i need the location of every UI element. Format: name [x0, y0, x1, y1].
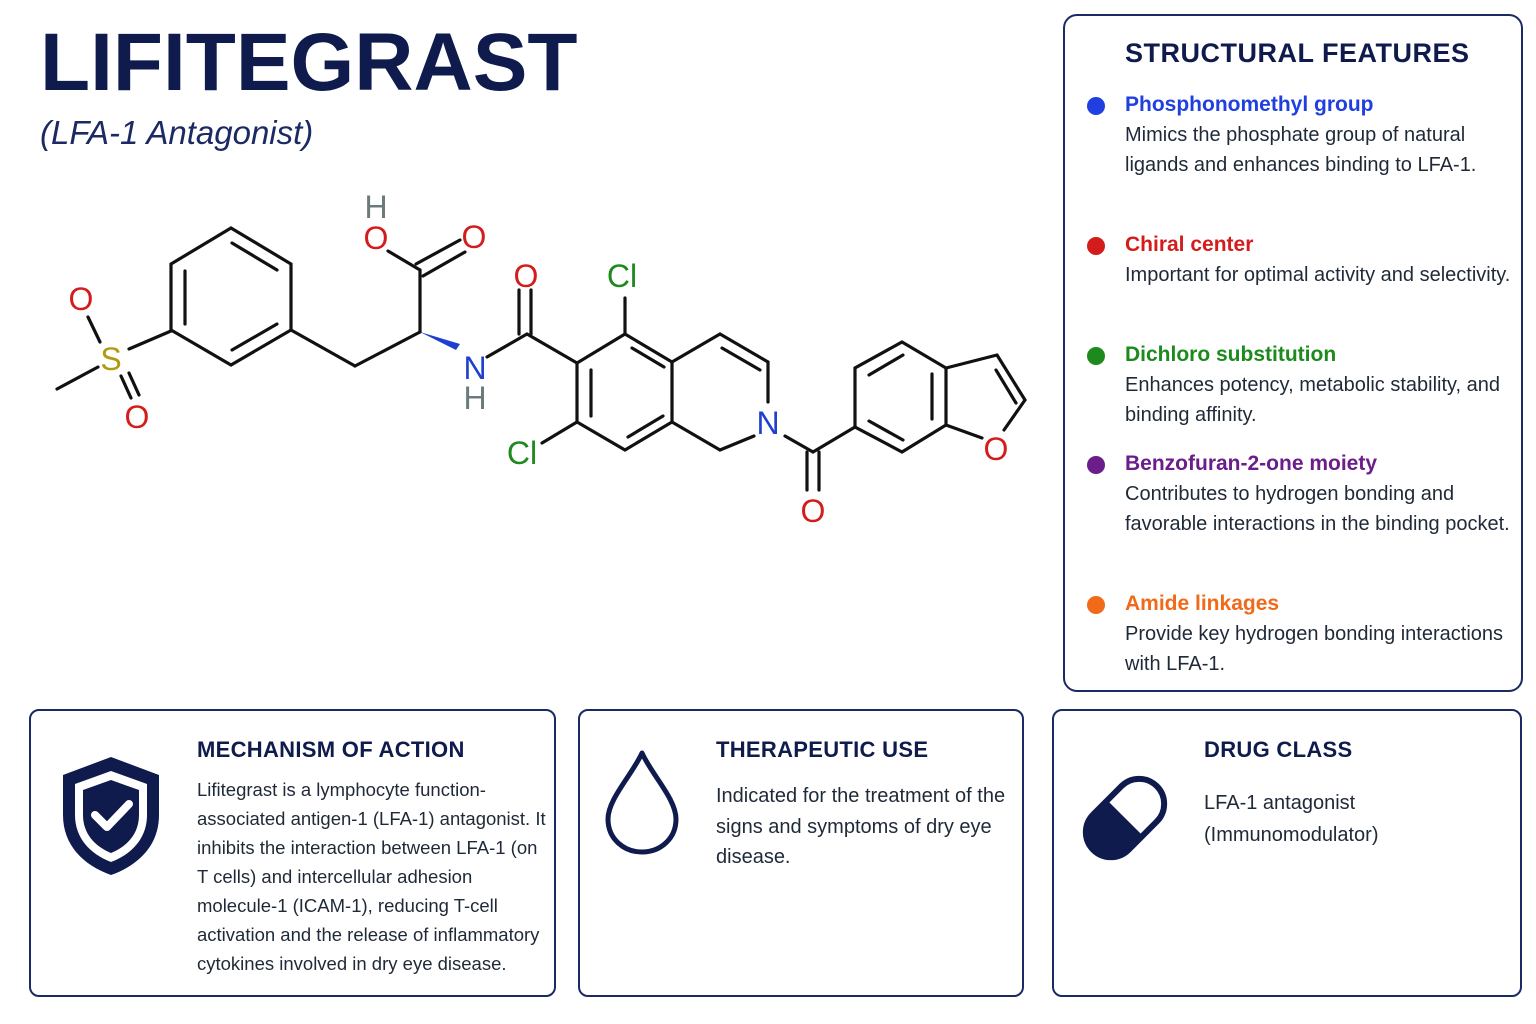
feature-description: Mimics the phosphate group of natural li…	[1125, 124, 1477, 176]
atom-label-sulfur: S	[100, 341, 121, 377]
molecule-structure: O S O H O O N H O Cl Cl N O O	[55, 189, 1027, 529]
bond	[119, 374, 133, 400]
shield-check-icon	[63, 757, 159, 875]
atom-label-hydrogen: H	[364, 189, 387, 225]
bond	[783, 434, 815, 454]
drug-class-text: LFA-1 antagonist (Immunomodulator)	[1204, 792, 1379, 846]
bond	[995, 353, 1027, 402]
bond	[525, 332, 579, 365]
bond	[414, 238, 462, 266]
capsule-icon	[1082, 775, 1168, 861]
bond	[1002, 398, 1027, 432]
atom-label-oxygen: O	[514, 258, 539, 294]
feature-description: Contributes to hydrogen bonding and favo…	[1125, 483, 1510, 535]
therapeutic-title: THERAPEUTIC USE	[716, 737, 929, 762]
atom-label-oxygen: O	[125, 399, 150, 435]
atom-label-nitrogen: N	[756, 405, 779, 441]
stereo-wedge	[420, 332, 460, 350]
bullet-dot-icon	[1087, 97, 1105, 115]
structural-features-panel: STRUCTURAL FEATURES Phosphonomethyl grou…	[1063, 14, 1523, 692]
bond	[353, 330, 422, 368]
drug-class-title: DRUG CLASS	[1204, 737, 1353, 762]
atom-label-oxygen: O	[801, 493, 826, 529]
bond	[626, 414, 665, 439]
page-subtitle: (LFA-1 Antagonist)	[40, 114, 314, 151]
bond	[670, 420, 722, 452]
bond	[55, 365, 100, 391]
bond	[867, 353, 905, 377]
feature-description: Enhances potency, metabolic stability, a…	[1125, 374, 1501, 426]
structural-features-title: STRUCTURAL FEATURES	[1125, 38, 1470, 68]
bond	[230, 322, 279, 352]
bullet-dot-icon	[1087, 456, 1105, 474]
bond	[944, 423, 984, 440]
therapeutic-text: Indicated for the treatment of the signs…	[716, 785, 1006, 868]
benzene-ring	[169, 226, 293, 367]
feature-description: Provide key hydrogen bonding interaction…	[1125, 623, 1504, 675]
feature-title: Benzofuran-2-one moiety	[1125, 452, 1378, 475]
bond	[994, 368, 1018, 405]
bond	[386, 249, 422, 272]
bond	[127, 371, 141, 397]
bullet-dot-icon	[1087, 596, 1105, 614]
bond	[867, 419, 905, 442]
atom-label-oxygen: O	[364, 220, 389, 256]
bond	[670, 332, 722, 364]
bond	[421, 250, 467, 278]
bond	[86, 315, 102, 344]
bond	[720, 346, 762, 372]
bond	[630, 346, 666, 369]
atom-label-oxygen: O	[462, 219, 487, 255]
atom-label-chlorine: Cl	[607, 258, 637, 294]
bond	[718, 332, 770, 364]
atom-label-nitrogen: N	[463, 350, 486, 386]
bond	[230, 241, 279, 272]
atom-label-oxygen: O	[69, 281, 94, 317]
bond	[127, 329, 173, 351]
bullet-dot-icon	[1087, 347, 1105, 365]
therapeutic-card: THERAPEUTIC USE Indicated for the treatm…	[578, 709, 1024, 997]
feature-description: Important for optimal activity and selec…	[1125, 264, 1511, 286]
feature-title: Phosphonomethyl group	[1125, 93, 1374, 116]
atom-label-hydrogen: H	[463, 380, 486, 416]
feature-title: Chiral center	[1125, 233, 1254, 256]
feature-title: Dichloro substitution	[1125, 343, 1337, 366]
bond	[289, 328, 357, 368]
bond	[811, 425, 857, 454]
bond	[485, 332, 529, 359]
bond	[944, 353, 999, 370]
atom-label-chlorine: Cl	[507, 435, 537, 471]
mechanism-title: MECHANISM OF ACTION	[197, 737, 465, 762]
mechanism-card: MECHANISM OF ACTION Lifitegrast is a lym…	[29, 709, 556, 997]
page-title: LIFITEGRAST	[40, 17, 578, 108]
mechanism-text: Lifitegrast is a lymphocyte function-ass…	[197, 779, 546, 974]
bullet-dot-icon	[1087, 237, 1105, 255]
bond	[718, 434, 756, 452]
feature-title: Amide linkages	[1125, 592, 1280, 615]
atom-label-oxygen: O	[984, 431, 1009, 467]
bond	[540, 420, 579, 445]
droplet-icon	[605, 750, 679, 855]
drug-class-card: DRUG CLASS LFA-1 antagonist (Immunomodul…	[1052, 709, 1522, 997]
